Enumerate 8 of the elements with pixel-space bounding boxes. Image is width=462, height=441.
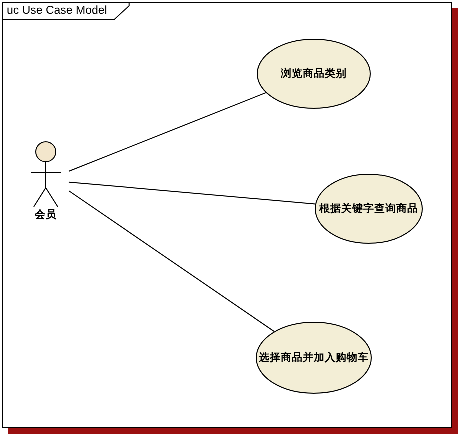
use-case-ellipse: 选择商品并加入购物车 bbox=[256, 322, 372, 394]
association-line bbox=[68, 92, 267, 172]
actor-label: 会员 bbox=[34, 208, 58, 222]
use-case-ellipse: 浏览商品类别 bbox=[257, 39, 371, 109]
association-line bbox=[68, 190, 275, 332]
frame-title: uc Use Case Model bbox=[3, 3, 130, 20]
association-line bbox=[68, 182, 316, 205]
use-case-ellipse: 根据关键字查询商品 bbox=[315, 174, 423, 244]
